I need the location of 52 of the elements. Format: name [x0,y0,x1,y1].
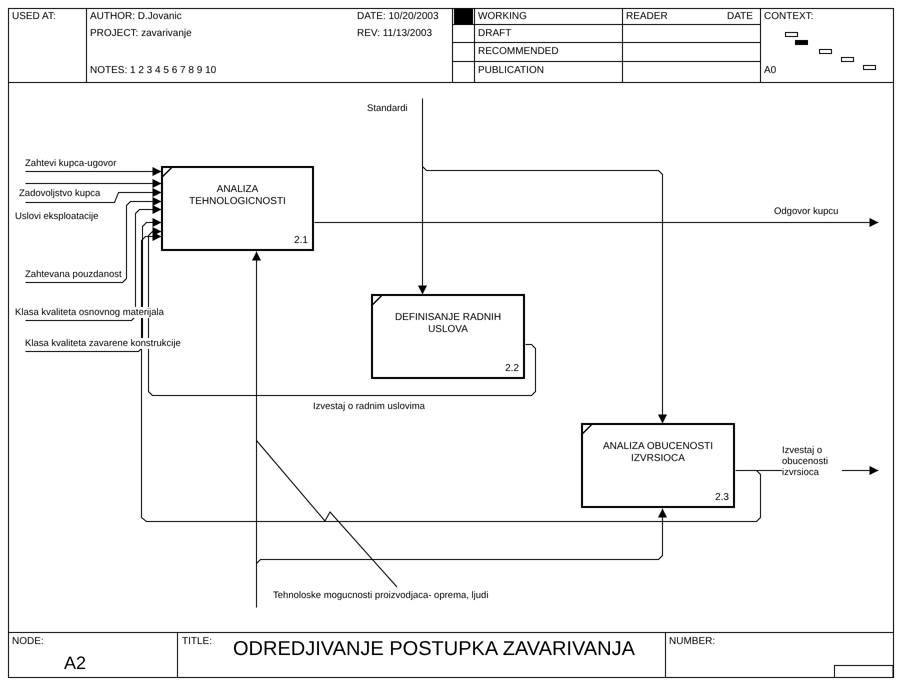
arrow [25,197,162,283]
process-box [581,423,735,508]
edge-label: Klasa kvaliteta osnovnog materijala [15,307,164,318]
form-label: RECOMMENDED [478,46,559,58]
form-label: A0 [764,65,776,77]
edge-label: Zadovoljstvo kupca [19,188,100,199]
process-box [371,294,525,379]
arrow [25,179,162,188]
diagram-title: ODREDJIVANJE POSTUPKA ZAVARIVANJA [233,637,635,661]
box-title: DEFINISANJE RADNIH USLOVA [394,312,502,336]
edge-label: Standardi [367,103,408,114]
edge-label: Zahtevi kupca-ugovor [25,158,116,169]
form-label: TITLE: [182,636,212,648]
edge-label: Klasa kvaliteta zavarene konstrukcije [25,338,181,349]
arrow [25,188,162,203]
form-label: DRAFT [478,28,512,40]
form-label: DATE [727,11,753,23]
arrow [314,218,879,227]
form-label: REV: 11/13/2003 [357,28,432,40]
process-box [161,166,314,251]
edge-label: Tehnoloske mogucnosti proizvodjaca- oprema, ljudi [273,590,488,601]
form-label: PUBLICATION [478,65,544,77]
edge-label: Izvestaj o obucenosti izvrsioca [782,445,842,478]
arrow [422,166,667,424]
box-title: ANALIZA TEHNOLOGICNOSTI [188,184,287,208]
form-label: READER [626,11,668,23]
arrow [25,205,162,321]
edge-label: Uslovi eksploatacije [15,211,98,222]
form-label: AUTHOR: D.Jovanic [90,11,182,23]
arrow [25,167,162,176]
form-label: A2 [64,652,86,674]
arrow [418,98,427,295]
arrow [252,251,261,608]
form-label: PROJECT: zavarivanje [90,28,192,40]
edge-label: Odgovor kupcu [774,206,838,217]
form-label: USED AT: [12,11,56,23]
form-label: WORKING [478,11,527,23]
box-number: 2.3 [715,492,729,504]
form-label: CONTEXT: [764,11,814,23]
arrow [25,218,162,352]
form-label: NOTES: 1 2 3 4 5 6 7 8 9 10 [90,65,216,77]
box-title: ANALIZA OBUCENOSTI IZVRSIOCA [602,441,714,465]
arrow [256,508,667,564]
box-number: 2.2 [505,363,519,375]
edge-label: Izvestaj o radnim uslovima [313,401,425,412]
form-label: NODE: [12,636,44,648]
arrow [141,232,761,522]
form-label: NUMBER: [669,636,716,648]
arrow [148,227,536,396]
form-label: DATE: 10/20/2003 [357,11,439,23]
edge-label: Zahtevana pouzdanost [25,269,122,280]
box-number: 2.1 [294,235,308,247]
